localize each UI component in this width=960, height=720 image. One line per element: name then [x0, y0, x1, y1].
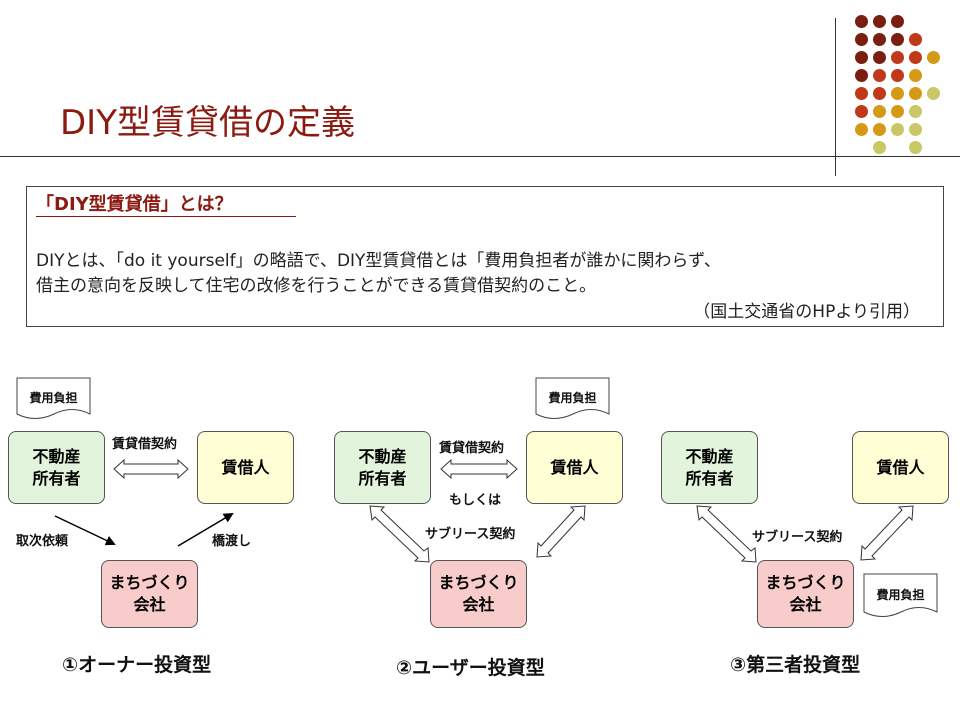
dot: [873, 105, 886, 118]
dot: [873, 87, 886, 100]
cost-tag-shape: [16, 377, 91, 419]
definition-heading-underline: [36, 216, 296, 217]
tenant-box: 賃借人: [197, 431, 294, 504]
dot: [873, 123, 886, 136]
dot: [891, 123, 904, 136]
definition-text-line-1: DIYとは、「do it yourself」の略語で、DIY型賃貸借とは「費用負…: [36, 251, 721, 271]
dot: [873, 69, 886, 82]
dot: [909, 105, 922, 118]
dot: [891, 51, 904, 64]
arrow-bridge: [177, 512, 234, 547]
label-or: もしくは: [449, 493, 502, 508]
definition-text-line-2: 借主の意向を反映して住宅の改修を行うことができる賃貸借契約のこと。: [36, 276, 597, 296]
owner-box: 不動産 所有者: [661, 431, 758, 504]
definition-heading: 「DIY型賃貸借」とは？: [36, 194, 233, 215]
dot: [855, 87, 868, 100]
cost-tag-label: 費用負担: [876, 588, 925, 602]
double-arrow-tenant-company-3: [860, 505, 914, 561]
owner-box: 不動産 所有者: [334, 431, 431, 504]
dot: [855, 51, 868, 64]
dot: [891, 15, 904, 28]
dot: [873, 15, 886, 28]
dot: [927, 51, 940, 64]
double-arrow-sublease-owner-2: [369, 505, 430, 563]
dot: [855, 69, 868, 82]
cost-tag-label: 費用負担: [548, 391, 597, 405]
dot: [855, 123, 868, 136]
dot: [909, 33, 922, 46]
definition-source: （国土交通省のHPより引用）: [693, 302, 920, 322]
company-box: まちづくり 会社: [430, 560, 527, 628]
label-request: 取次依頼: [16, 534, 69, 549]
dot: [855, 105, 868, 118]
tenant-box: 賃借人: [852, 431, 949, 504]
dot: [891, 69, 904, 82]
double-arrow-lease-2: [440, 458, 518, 480]
double-arrow-sublease-owner-3: [696, 505, 757, 563]
dot: [909, 87, 922, 100]
dot: [891, 33, 904, 46]
dot: [855, 33, 868, 46]
tenant-box: 賃借人: [526, 431, 623, 504]
cost-tag-shape: [535, 377, 610, 419]
label-sublease: サブリース契約: [752, 530, 843, 545]
dot: [873, 51, 886, 64]
company-box: まちづくり 会社: [757, 560, 854, 628]
cost-tag-label: 費用負担: [29, 391, 78, 405]
dot: [855, 15, 868, 28]
dot: [909, 141, 922, 154]
definition-box: [26, 186, 944, 327]
label-sublease: サブリース契約: [425, 527, 516, 542]
cost-tag-shape: [863, 573, 938, 617]
header-divider-horizontal: [0, 156, 960, 157]
double-arrow-lease-1: [113, 458, 189, 480]
header-divider-vertical: [835, 18, 836, 176]
dot: [909, 69, 922, 82]
diagram-caption: ①オーナー投資型: [62, 654, 212, 676]
dot: [873, 33, 886, 46]
page-title: DIY型賃貸借の定義: [60, 103, 355, 143]
diagram-caption: ②ユーザー投資型: [396, 657, 545, 679]
diagram-caption: ③第三者投資型: [730, 654, 861, 676]
dot: [873, 141, 886, 154]
owner-box: 不動産 所有者: [8, 431, 105, 504]
dot: [909, 51, 922, 64]
dot: [909, 123, 922, 136]
double-arrow-tenant-company-2: [536, 505, 586, 558]
label-bridge: 橋渡し: [212, 534, 252, 549]
dot: [891, 87, 904, 100]
dot: [891, 105, 904, 118]
arrow-request: [54, 515, 116, 546]
label-lease-contract: 賃貸借契約: [439, 441, 505, 456]
company-box: まちづくり 会社: [101, 560, 198, 628]
label-lease-contract: 賃貸借契約: [112, 437, 178, 452]
dot: [927, 87, 940, 100]
